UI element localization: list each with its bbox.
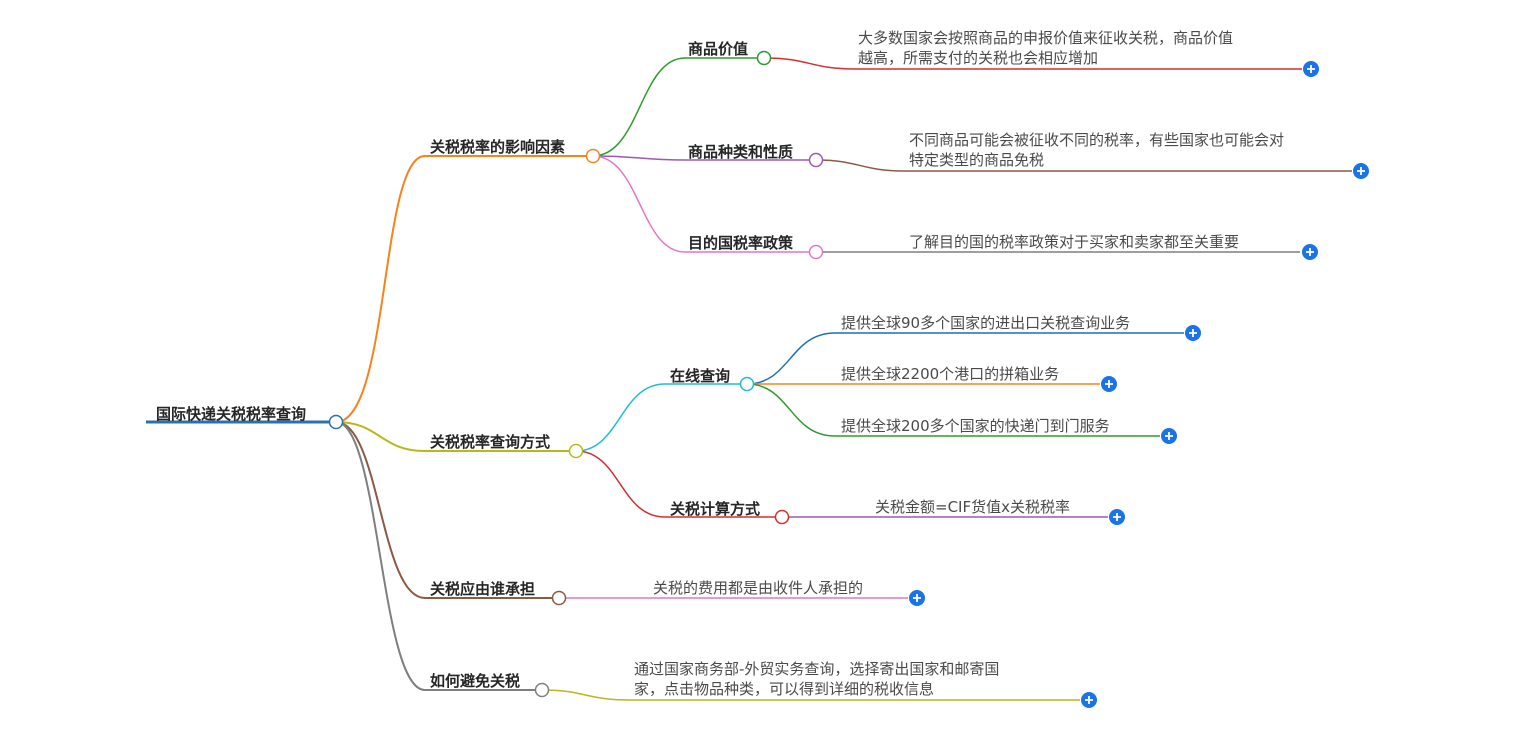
subtopic-goods-value[interactable]: 商品价值 — [688, 40, 749, 58]
subtopic-destination-policy[interactable]: 目的国税率政策 — [688, 234, 794, 252]
branch-4-dot[interactable] — [534, 682, 550, 698]
leaf-avoid-line-1: 通过国家商务部-外贸实务查询，选择寄出国家和邮寄国 — [634, 660, 1000, 678]
edge-b2-c2 — [575, 450, 782, 518]
edge-b1-c3 — [592, 155, 816, 253]
edge-b1-c2-leaf — [815, 159, 1352, 172]
edge-b4-leaf — [541, 689, 1080, 701]
leaf-online-2: 提供全球2200个港口的拼箱业务 — [841, 365, 1060, 383]
leaf-online-1: 提供全球90多个国家的进出口关税查询业务 — [841, 314, 1131, 332]
edge-root-branch-1 — [335, 155, 593, 423]
b2-c2-dot[interactable] — [774, 509, 790, 525]
root-node-dot[interactable] — [328, 414, 344, 430]
b1-c3-dot[interactable] — [808, 244, 824, 260]
edge-root-branch-4 — [335, 421, 542, 691]
b2-c1-dot[interactable] — [739, 376, 755, 392]
leaf-goods-type-line-1: 不同商品可能会被征收不同的税率，有些国家也可能会对 — [909, 131, 1285, 149]
edge-online-leaf-3 — [746, 383, 1160, 437]
b1-c2-dot[interactable] — [808, 152, 824, 168]
subtopic-goods-type[interactable]: 商品种类和性质 — [688, 143, 794, 161]
edge-b1-c1-leaf — [763, 57, 1302, 70]
branch-2-dot[interactable] — [568, 443, 584, 459]
branch-topic-who-pays[interactable]: 关税应由谁承担 — [430, 580, 536, 598]
subtopic-online-query[interactable]: 在线查询 — [670, 367, 731, 385]
branch-3-dot[interactable] — [551, 590, 567, 606]
leaf-calc-formula: 关税金额=CIF货值x关税税率 — [875, 498, 1070, 516]
expand-button-online-3[interactable] — [1161, 428, 1177, 444]
edge-online-leaf-1 — [746, 332, 1184, 385]
expand-button-b1-c2[interactable] — [1353, 163, 1369, 179]
edge-root-branch-2 — [335, 421, 576, 452]
leaf-who-pays: 关税的费用都是由收件人承担的 — [653, 579, 864, 597]
subtopic-calc-method[interactable]: 关税计算方式 — [670, 500, 761, 518]
leaf-destination-policy: 了解目的国的税率政策对于买家和卖家都至关重要 — [909, 233, 1240, 251]
expand-button-b1-c1[interactable] — [1303, 61, 1319, 77]
leaf-goods-value-line-1: 大多数国家会按照商品的申报价值来征收关税，商品价值 — [858, 29, 1234, 47]
expand-button-b1-c3[interactable] — [1302, 244, 1318, 260]
expand-button-b4[interactable] — [1081, 692, 1097, 708]
branch-topic-avoid[interactable]: 如何避免关税 — [430, 672, 521, 690]
branch-1-dot[interactable] — [585, 148, 601, 164]
leaf-avoid-line-2: 家，点击物品种类，可以得到详细的税收信息 — [634, 680, 935, 698]
b1-c1-dot[interactable] — [756, 50, 772, 66]
edge-b1-c1 — [592, 57, 764, 157]
expand-button-calc[interactable] — [1109, 509, 1125, 525]
expand-button-online-1[interactable] — [1185, 325, 1201, 341]
branch-topic-query-methods[interactable]: 关税税率查询方式 — [430, 433, 551, 451]
edge-b1-c2 — [592, 155, 816, 161]
branch-topic-factors[interactable]: 关税税率的影响因素 — [430, 138, 566, 156]
edge-b2-c1 — [575, 383, 747, 452]
root-topic[interactable]: 国际快递关税税率查询 — [156, 405, 307, 423]
expand-button-b3[interactable] — [909, 590, 925, 606]
edge-root-branch-3 — [335, 421, 559, 599]
leaf-online-3: 提供全球200多个国家的快递门到门服务 — [841, 417, 1110, 435]
leaf-goods-value-line-2: 越高，所需支付的关税也会相应增加 — [858, 49, 1099, 67]
leaf-goods-type-line-2: 特定类型的商品免税 — [909, 151, 1045, 169]
expand-button-online-2[interactable] — [1101, 376, 1117, 392]
